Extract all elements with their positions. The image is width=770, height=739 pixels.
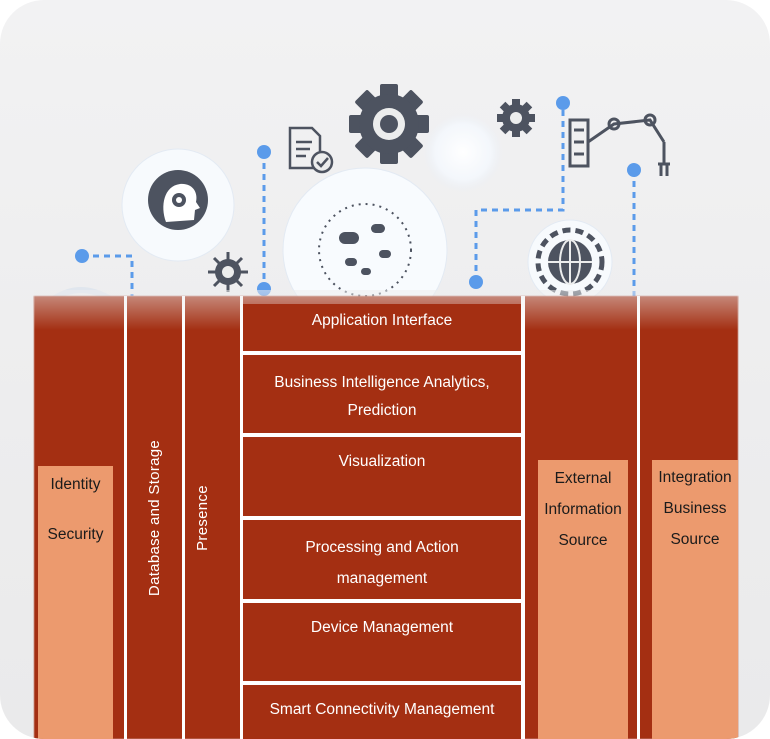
separator-2 <box>182 296 185 739</box>
layer-device-management: Device Management <box>243 603 521 681</box>
identity-label: Identity <box>50 476 101 493</box>
layer-smart-connectivity: Smart Connectivity Management <box>243 685 521 739</box>
integration-business-source: Integration Business Source <box>652 460 738 739</box>
bi-label-line2: Prediction <box>347 402 417 419</box>
connector-lines <box>82 103 636 296</box>
integration-label-line2: Business <box>663 500 727 517</box>
layer-separator-5 <box>243 681 521 685</box>
document-check-icon <box>288 126 334 174</box>
external-label-line2: Information <box>544 501 622 518</box>
device-management-label: Device Management <box>310 619 454 636</box>
processing-label-line2: management <box>336 570 428 587</box>
external-label-line1: External <box>554 470 612 487</box>
separator-4 <box>521 296 525 739</box>
external-label-line3: Source <box>558 532 608 549</box>
small-gear-icon <box>497 99 535 137</box>
security-label: Security <box>47 526 104 543</box>
layer-separator-4 <box>243 599 521 603</box>
separator-3 <box>240 296 243 739</box>
head-gear-icon <box>148 170 208 230</box>
external-information-source: External Information Source <box>538 460 628 739</box>
layer-processing: Processing and Action management <box>243 520 521 599</box>
layer-application-interface: Application Interface <box>243 304 521 351</box>
separator-5 <box>637 296 640 739</box>
network-cluster-icon <box>318 203 412 297</box>
sun-gear-icon <box>208 252 248 292</box>
layer-separator-3 <box>243 516 521 520</box>
presence-label: Presence <box>194 485 211 551</box>
layer-business-intelligence: Business Intelligence Analytics, Predict… <box>243 355 521 433</box>
bi-label-line1: Business Intelligence Analytics, <box>274 374 490 391</box>
visualization-label: Visualization <box>338 453 426 470</box>
integration-label-line3: Source <box>670 531 720 548</box>
layer-visualization: Visualization <box>243 437 521 516</box>
globe-icon <box>535 227 605 297</box>
robot-arm-icon <box>568 113 670 176</box>
processing-label-line1: Processing and Action <box>305 539 459 556</box>
database-storage-label: Database and Storage <box>146 439 163 597</box>
separator-1 <box>124 296 127 739</box>
smart-connectivity-label: Smart Connectivity Management <box>269 701 495 718</box>
layer-separator-1 <box>243 351 521 355</box>
application-interface-label: Application Interface <box>311 312 453 329</box>
identity-security-column: Identity Security <box>38 466 113 739</box>
layer-separator-2 <box>243 433 521 437</box>
gear-icon <box>349 84 429 164</box>
integration-label-line1: Integration <box>658 469 732 486</box>
